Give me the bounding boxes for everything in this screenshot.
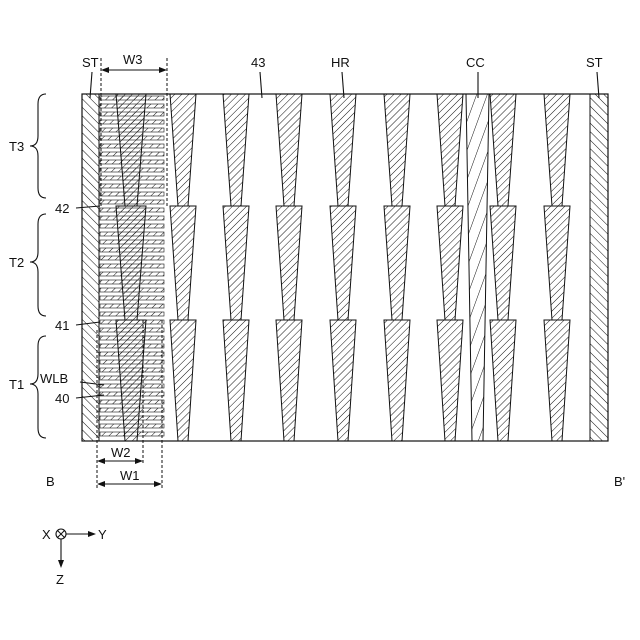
axis-label-x: X [42,527,51,542]
w2-arrow-left [97,458,105,464]
w3-arrow-left [101,67,109,73]
axis-indicator: X Y Z [42,527,107,587]
label-42: 42 [55,201,69,216]
brace-t1 [30,336,46,438]
label-cc: CC [466,55,485,70]
memory-pillars [116,94,570,441]
label-b-prime: B' [614,474,625,489]
slit-structure-right [590,94,608,441]
axis-label-z: Z [56,572,64,587]
label-hr: HR [331,55,350,70]
w2-arrow-right [135,458,143,464]
label-wlb: WLB [40,371,68,386]
w1-arrow-right [154,481,162,487]
slit-structure-left [82,94,99,441]
y-axis-arrow-icon [88,531,96,537]
label-st-left: ST [82,55,99,70]
z-axis-arrow-icon [58,560,64,568]
label-t2: T2 [9,255,24,270]
label-t3: T3 [9,139,24,154]
label-w1: W1 [120,468,140,483]
label-41: 41 [55,318,69,333]
label-b: B [46,474,55,489]
label-43: 43 [251,55,265,70]
label-40: 40 [55,391,69,406]
label-t1: T1 [9,377,24,392]
label-st-right: ST [586,55,603,70]
brace-t3 [30,94,46,198]
label-w2: W2 [111,445,131,460]
brace-t2 [30,214,46,316]
w1-arrow-left [97,481,105,487]
label-w3: W3 [123,52,143,67]
w3-arrow-right [159,67,167,73]
axis-label-y: Y [98,527,107,542]
